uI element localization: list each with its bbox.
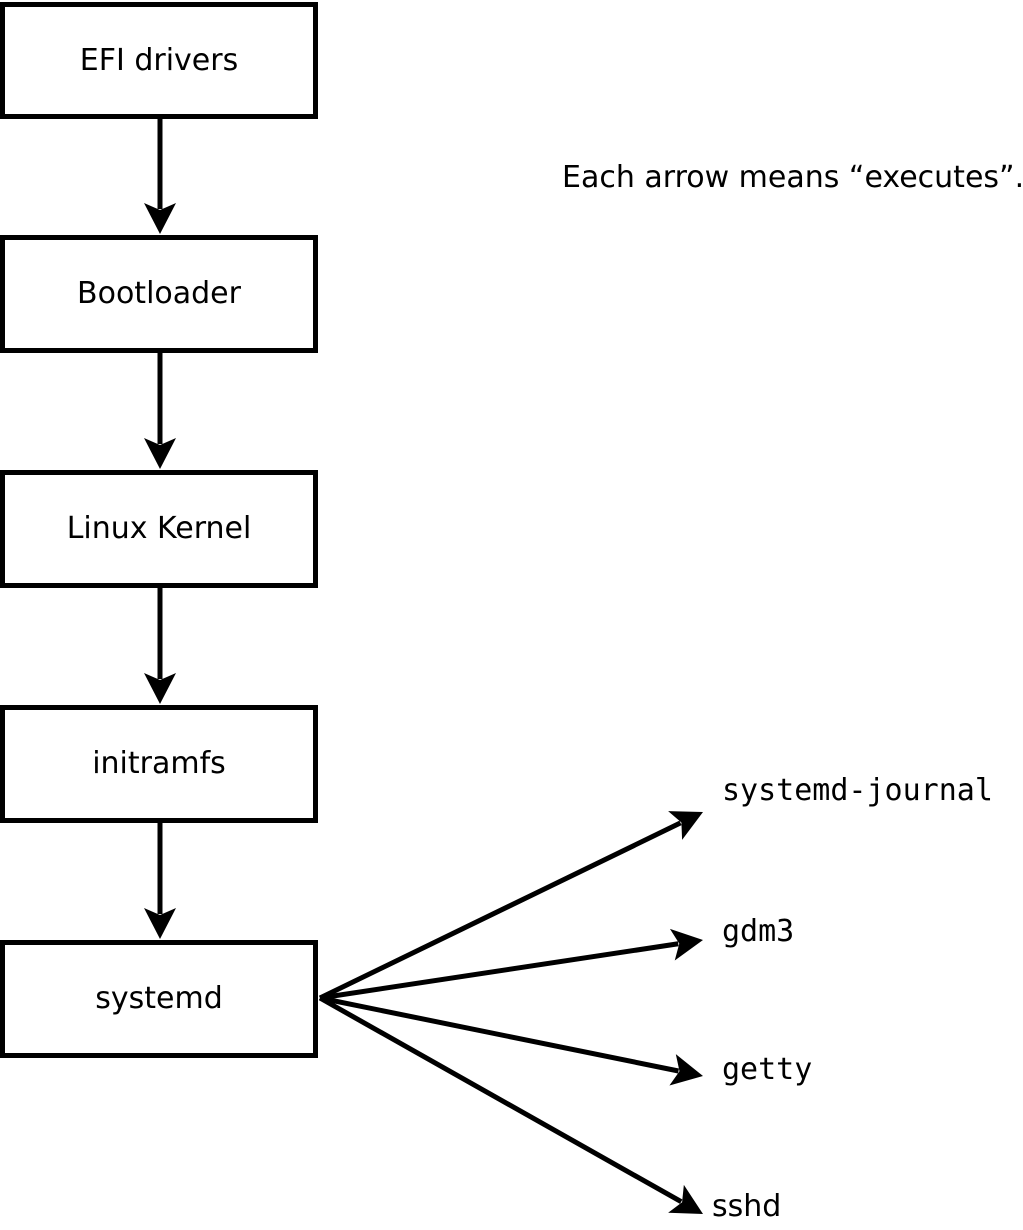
stage-label-linux-kernel: Linux Kernel <box>66 511 252 546</box>
diagram-caption: Each arrow means “executes”. <box>562 160 1023 195</box>
stage-box-efi-drivers: EFI drivers <box>0 2 318 119</box>
edge-shaft-systemd-to-systemd-journal <box>318 820 682 1001</box>
stage-label-systemd: systemd <box>95 981 223 1016</box>
child-label-systemd-journal: systemd-journal <box>722 773 993 808</box>
edge-arrowhead-systemd-to-getty <box>669 1054 703 1086</box>
child-label-gdm3: gdm3 <box>722 914 795 949</box>
edge-shaft-systemd-to-gdm3 <box>319 941 679 1001</box>
edge-arrowhead-bootloader-to-linux-kernel <box>144 438 176 469</box>
edge-shaft-systemd-to-getty <box>319 995 680 1074</box>
edge-arrowhead-initramfs-to-systemd <box>144 908 176 939</box>
stage-label-efi-drivers: EFI drivers <box>79 42 239 78</box>
stage-box-linux-kernel: Linux Kernel <box>0 470 318 588</box>
stage-box-bootloader: Bootloader <box>0 235 318 353</box>
edge-arrowhead-efi-drivers-to-bootloader <box>144 203 176 234</box>
stage-label-bootloader: Bootloader <box>77 276 241 311</box>
systemd-children-edges-group <box>318 811 703 1214</box>
edge-arrowhead-systemd-to-systemd-journal <box>668 811 703 840</box>
edge-shaft-systemd-to-sshd <box>318 995 683 1204</box>
stage-box-systemd: systemd <box>0 940 318 1058</box>
edge-arrowhead-linux-kernel-to-initramfs <box>144 673 176 704</box>
stage-label-initramfs: initramfs <box>92 746 226 781</box>
child-label-sshd: sshd <box>712 1189 782 1224</box>
child-label-getty: getty <box>722 1052 813 1087</box>
edge-arrowhead-systemd-to-sshd <box>668 1184 703 1214</box>
edge-arrowhead-systemd-to-gdm3 <box>669 928 703 961</box>
stage-box-initramfs: initramfs <box>0 705 318 823</box>
